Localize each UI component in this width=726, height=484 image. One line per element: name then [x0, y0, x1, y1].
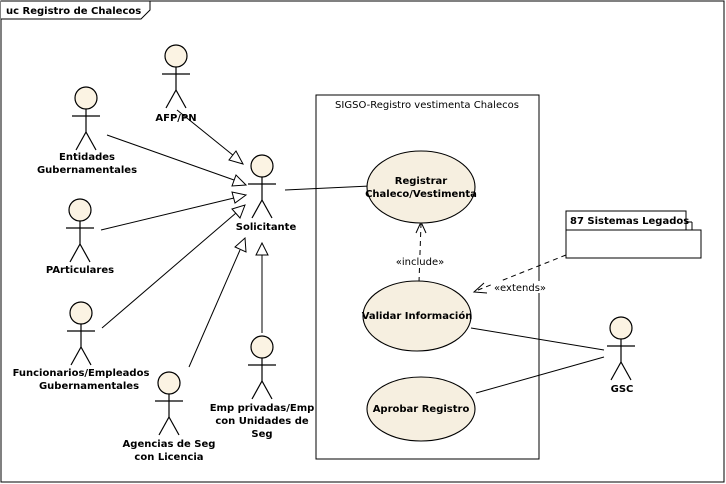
external-system-label: 87 Sistemas Legados: [570, 216, 689, 227]
actor-agencias[interactable]: Agencias de Seg con Licencia: [123, 371, 216, 463]
actor-particulares-icon: [66, 198, 94, 263]
actor-entidades-icon: [72, 86, 100, 151]
actor-particulares-label: PArticulares: [46, 265, 114, 276]
frame-title: uc Registro de Chalecos: [6, 6, 141, 17]
assoc-solicitante-registrar: [284, 185, 371, 191]
actor-particulares[interactable]: PArticulares: [46, 198, 114, 276]
actor-emp-privadas-label-1: Emp privadas/Emp: [210, 403, 315, 414]
include-edge: [418, 223, 422, 283]
assoc-validar-gsc: [470, 327, 605, 351]
actor-afp[interactable]: AFP/PN: [155, 44, 197, 124]
actor-agencias-label-2: con Licencia: [134, 452, 203, 463]
actor-entidades[interactable]: Entidades Gubernamentales: [37, 86, 137, 176]
actor-entidades-label-2: Gubernamentales: [37, 165, 137, 176]
actor-gsc[interactable]: GSC: [607, 316, 635, 395]
actor-afp-icon: [162, 44, 190, 109]
actor-funcionarios-label-2: Gubernamentales: [39, 381, 139, 392]
actor-gsc-icon: [607, 316, 635, 381]
actor-emp-privadas-label-2: con Unidades de: [215, 416, 309, 427]
gen-funcionarios: [101, 212, 237, 329]
actor-emp-privadas-label-3: Seg: [251, 429, 272, 440]
usecase-registrar-line2: Chaleco/Vestimenta: [365, 189, 477, 200]
actor-solicitante[interactable]: Solicitante: [236, 154, 297, 233]
actor-funcionarios[interactable]: Funcionarios/Empleados Gubernamentales: [13, 301, 150, 392]
gen-particulares: [100, 197, 235, 231]
actor-funcionarios-icon: [67, 301, 95, 366]
actor-agencias-icon: [155, 371, 183, 436]
actor-gsc-label: GSC: [611, 384, 634, 395]
assoc-aprobar-gsc: [475, 356, 605, 394]
actor-emp-privadas[interactable]: Emp privadas/Emp con Unidades de Seg: [210, 335, 315, 440]
extends-label-bg: [494, 281, 546, 293]
gen-afp: [176, 109, 235, 157]
gen-emp-privadas-head: [255, 241, 269, 256]
extends-label: «extends»: [494, 283, 546, 294]
include-label: «include»: [396, 257, 444, 268]
extends-edge: [477, 254, 567, 291]
usecase-registrar-line1: Registrar: [395, 176, 447, 187]
usecase-aprobar-label: Aprobar Registro: [373, 404, 470, 415]
actor-entidades-label-1: Entidades: [59, 152, 115, 163]
actor-afp-label: AFP/PN: [155, 113, 196, 124]
actor-agencias-label-1: Agencias de Seg: [123, 439, 216, 450]
gen-entidades-head: [231, 174, 248, 187]
actor-solicitante-label: Solicitante: [236, 222, 297, 233]
actor-funcionarios-label-1: Funcionarios/Empleados: [13, 368, 150, 379]
gen-particulares-head: [231, 191, 248, 204]
actor-emp-privadas-icon: [248, 335, 276, 400]
usecase-validar-label: Validar Información: [362, 310, 473, 322]
generalization-edges: [100, 109, 269, 368]
usecase-aprobar[interactable]: Aprobar Registro: [366, 376, 476, 442]
extends-arrowhead: [472, 282, 488, 294]
gen-funcionarios-head: [231, 204, 246, 219]
gen-entidades: [106, 134, 235, 181]
gen-agencias-head: [234, 236, 247, 253]
external-system-box: 87 Sistemas Legados: [565, 210, 702, 259]
system-boundary-title: SIGSO-Registro vestimenta Chalecos: [335, 100, 519, 111]
frame-title-tab: [1, 0, 151, 20]
usecase-registrar[interactable]: Registrar Chaleco/Vestimenta: [365, 150, 477, 224]
usecase-validar[interactable]: Validar Información: [362, 280, 473, 352]
gen-agencias: [188, 249, 241, 368]
include-label-bg: [393, 255, 447, 267]
gen-afp-head: [228, 150, 245, 165]
actor-solicitante-icon: [248, 154, 276, 219]
